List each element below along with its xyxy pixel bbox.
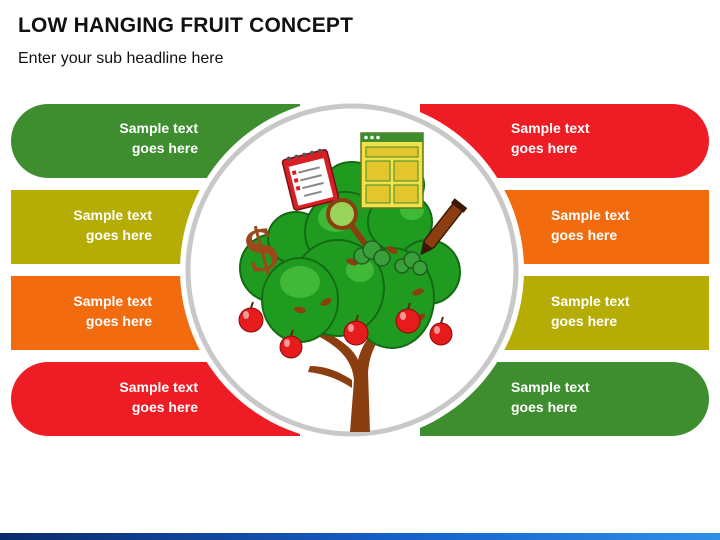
bar-left-1-line2: goes here — [132, 140, 198, 156]
bar-right-4-line2: goes here — [511, 399, 577, 415]
bar-right-2-line1: Sample text — [551, 207, 630, 223]
tree-branch — [308, 366, 352, 388]
bar-left-3-line2: goes here — [86, 313, 152, 329]
bar-right-3-line2: goes here — [551, 313, 617, 329]
bar-left-1-line1: Sample text — [119, 120, 198, 136]
magnifier-icon — [326, 198, 371, 251]
bar-right-2-line2: goes here — [551, 227, 617, 243]
web-page-icon — [360, 132, 424, 209]
small-bushes — [353, 240, 428, 276]
tree-illustration: $ — [238, 132, 468, 432]
page-title: LOW HANGING FRUIT CONCEPT — [18, 14, 354, 37]
bar-left-2-line2: goes here — [86, 227, 152, 243]
bar-right-1-line2: goes here — [511, 140, 577, 156]
tree-trunk — [318, 318, 396, 432]
bar-right-3-line1: Sample text — [551, 293, 630, 309]
footer-bar — [0, 533, 720, 540]
bar-left-3-line1: Sample text — [73, 293, 152, 309]
bar-right-1-line1: Sample text — [511, 120, 590, 136]
bar-left-2-line1: Sample text — [73, 207, 152, 223]
bar-right-4 — [420, 362, 709, 436]
bar-left-4-line2: goes here — [132, 399, 198, 415]
page-subtitle: Enter your sub headline here — [18, 50, 224, 67]
apple-icon — [238, 301, 453, 359]
notepad-icon — [281, 148, 340, 211]
bar-right-4-line1: Sample text — [511, 379, 590, 395]
pen-icon — [420, 198, 468, 256]
bar-left-4-line1: Sample text — [119, 379, 198, 395]
bar-right-1 — [420, 104, 709, 178]
